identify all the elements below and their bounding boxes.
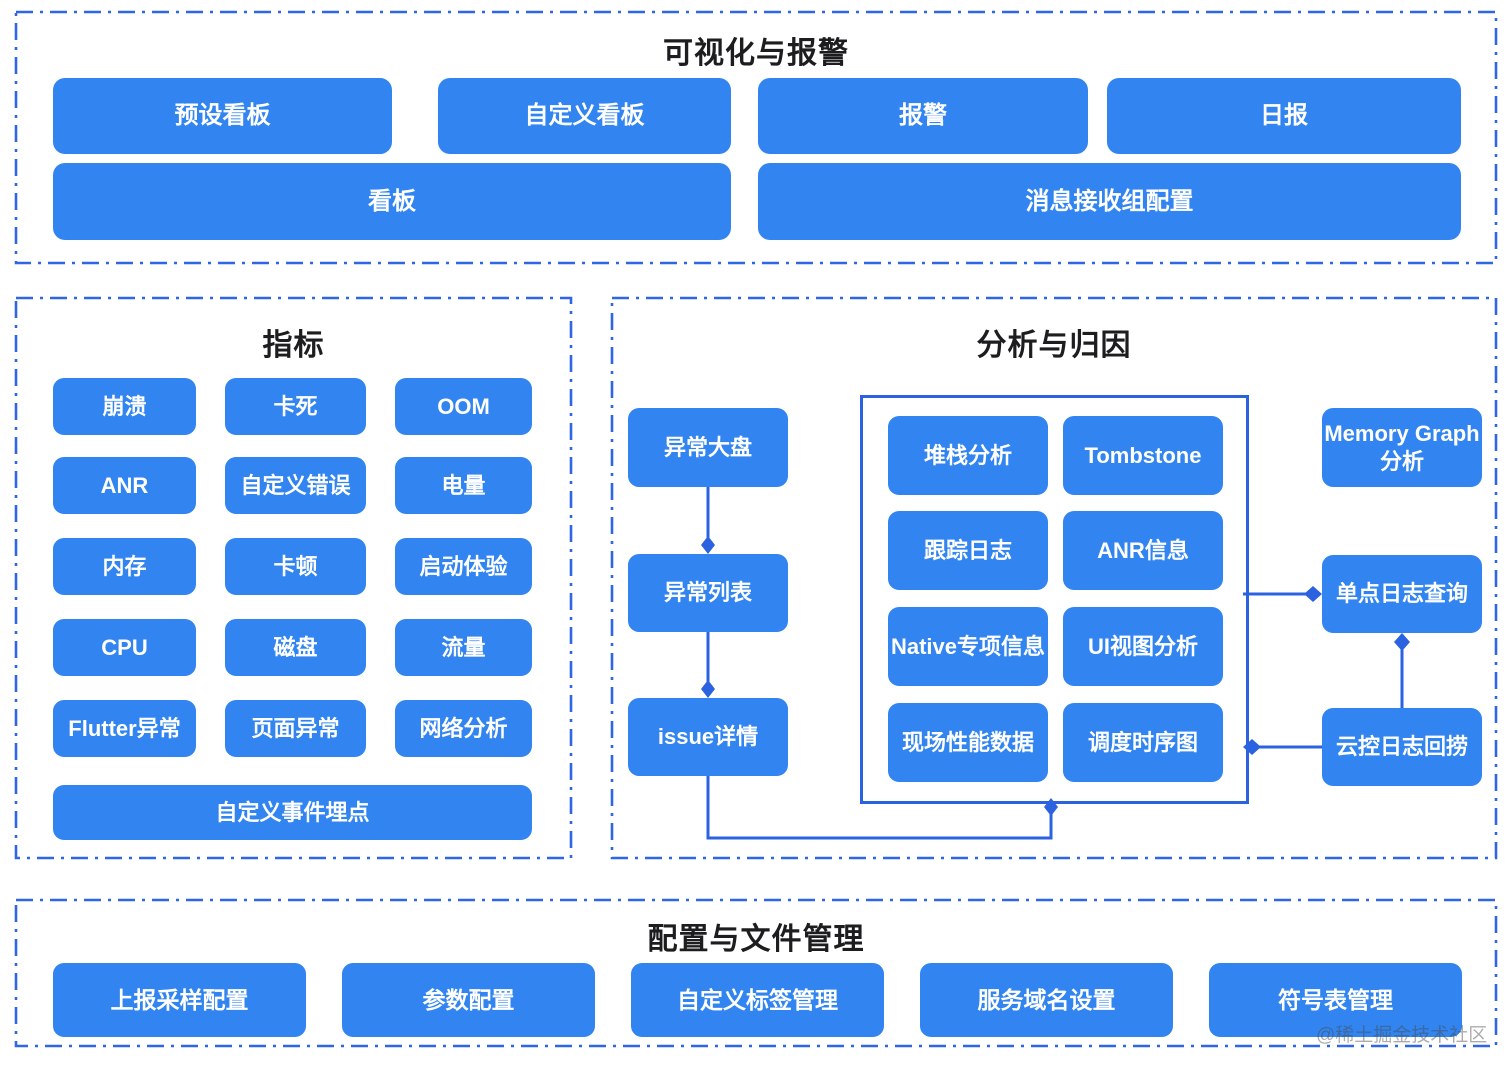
node-metric-anr: ANR — [53, 457, 196, 514]
node-metric-oom: OOM — [395, 378, 532, 435]
node-custom-board: 自定义看板 — [438, 78, 731, 154]
node-preset-board: 预设看板 — [53, 78, 392, 154]
node-metric-cpu: CPU — [53, 619, 196, 676]
watermark: @稀土掘金技术社区 — [1316, 1025, 1488, 1046]
section-title: 分析与归因 — [976, 329, 1132, 362]
node-metric-disk: 磁盘 — [225, 619, 366, 676]
node-tombstone: Tombstone — [1063, 416, 1223, 495]
detail-group-box: 堆栈分析 Tombstone 跟踪日志 ANR信息 Native专项信息 UI视… — [860, 395, 1249, 804]
node-service-domain-setting: 服务域名设置 — [920, 963, 1173, 1037]
node-message-group-config: 消息接收组配置 — [758, 163, 1461, 240]
node-ui-view-analysis: UI视图分析 — [1063, 607, 1223, 686]
node-metric-lag: 卡顿 — [225, 538, 366, 595]
node-issue-detail: issue详情 — [628, 698, 788, 776]
node-metric-crash: 崩溃 — [53, 378, 196, 435]
section-title: 可视化与报警 — [663, 37, 849, 70]
node-cloud-log-fetch: 云控日志回捞 — [1322, 708, 1482, 786]
node-stack-analysis: 堆栈分析 — [888, 416, 1048, 495]
node-board: 看板 — [53, 163, 731, 240]
node-metric-traffic: 流量 — [395, 619, 532, 676]
node-metric-custom-error: 自定义错误 — [225, 457, 366, 514]
node-metric-battery: 电量 — [395, 457, 532, 514]
section-title: 配置与文件管理 — [647, 923, 865, 956]
node-anr-info: ANR信息 — [1063, 511, 1223, 590]
node-report-sampling-config: 上报采样配置 — [53, 963, 306, 1037]
node-exception-dashboard: 异常大盘 — [628, 408, 788, 487]
node-custom-tag-management: 自定义标签管理 — [631, 963, 884, 1037]
section-metrics: 指标 崩溃 卡死 OOM ANR 自定义错误 电量 内存 卡顿 启动体验 CPU… — [14, 296, 573, 860]
node-metric-flutter: Flutter异常 — [53, 700, 196, 757]
node-exception-list: 异常列表 — [628, 554, 788, 632]
section-visualization-alerting: 可视化与报警 预设看板 自定义看板 报警 日报 看板 消息接收组配置 — [14, 10, 1498, 265]
node-native-info: Native专项信息 — [888, 607, 1048, 686]
node-metric-custom-event: 自定义事件埋点 — [53, 785, 532, 840]
node-trace-log: 跟踪日志 — [888, 511, 1048, 590]
node-symbol-table-management: 符号表管理 — [1209, 963, 1462, 1037]
node-metric-freeze: 卡死 — [225, 378, 366, 435]
node-schedule-timing: 调度时序图 — [1063, 703, 1223, 782]
node-memory-graph: Memory Graph分析 — [1322, 408, 1482, 487]
node-alarm: 报警 — [758, 78, 1088, 154]
node-daily-report: 日报 — [1107, 78, 1461, 154]
node-metric-network: 网络分析 — [395, 700, 532, 757]
node-metric-launch: 启动体验 — [395, 538, 532, 595]
section-analysis-attribution: 分析与归因 异常大盘 异常列表 issue详情 堆栈分析 Tombstone 跟… — [610, 296, 1498, 860]
node-perf-data: 现场性能数据 — [888, 703, 1048, 782]
node-metric-memory: 内存 — [53, 538, 196, 595]
node-single-log-query: 单点日志查询 — [1322, 555, 1482, 633]
node-metric-page-error: 页面异常 — [225, 700, 366, 757]
section-config-file-management: 配置与文件管理 上报采样配置 参数配置 自定义标签管理 服务域名设置 符号表管理 — [14, 898, 1498, 1048]
section-title: 指标 — [262, 329, 325, 362]
node-parameter-config: 参数配置 — [342, 963, 595, 1037]
